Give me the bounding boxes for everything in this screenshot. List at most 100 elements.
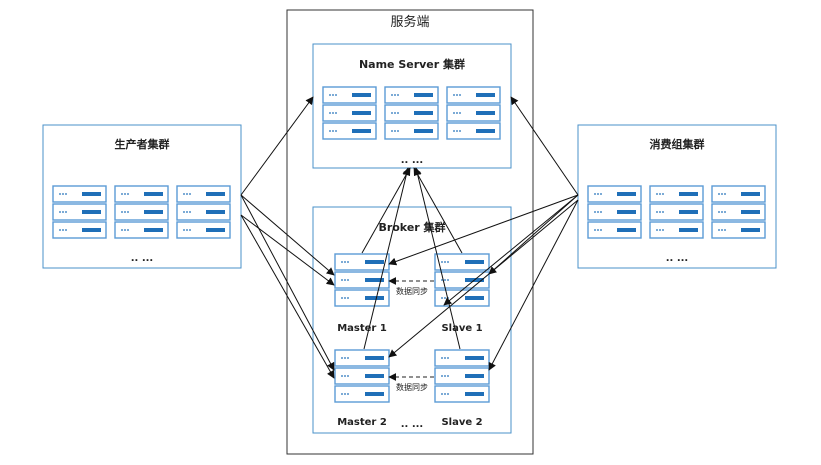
rack-dot bbox=[441, 357, 443, 359]
sync-label-2: 数据同步 bbox=[396, 382, 428, 392]
rack-dot bbox=[347, 279, 349, 281]
rack-dot bbox=[453, 94, 455, 96]
producer-rack-2 bbox=[114, 185, 169, 239]
rack-dot bbox=[459, 130, 461, 132]
rack-bar bbox=[352, 93, 371, 97]
consumer-more: .. ... bbox=[666, 253, 688, 264]
rack-dot bbox=[447, 357, 449, 359]
rack-unit bbox=[711, 221, 766, 239]
rack-dot bbox=[394, 94, 396, 96]
rack-unit bbox=[52, 203, 107, 221]
rack-bar bbox=[476, 111, 495, 115]
rack-dot bbox=[391, 112, 393, 114]
rack-dot bbox=[447, 393, 449, 395]
producer-to-master1-arrow-a bbox=[240, 194, 335, 276]
rack-unit bbox=[711, 185, 766, 203]
rack-dot bbox=[183, 229, 185, 231]
rack-dot bbox=[62, 229, 64, 231]
rack-dot bbox=[453, 112, 455, 114]
rack-dot bbox=[656, 211, 658, 213]
rack-bar bbox=[741, 228, 760, 232]
rack-dot bbox=[347, 261, 349, 263]
rack-unit bbox=[434, 385, 490, 403]
rack-dot bbox=[332, 94, 334, 96]
rack-bar bbox=[82, 192, 101, 196]
rack-dot bbox=[329, 130, 331, 132]
consumer-rack-group bbox=[587, 185, 766, 239]
slave2-rack bbox=[434, 349, 490, 403]
rack-dot bbox=[341, 297, 343, 299]
rack-dot bbox=[456, 112, 458, 114]
name-server-rack-3 bbox=[446, 86, 501, 140]
rack-bar bbox=[617, 210, 636, 214]
rack-dot bbox=[594, 229, 596, 231]
rack-dot bbox=[662, 211, 664, 213]
rack-dot bbox=[189, 211, 191, 213]
rack-bar bbox=[617, 228, 636, 232]
rack-dot bbox=[344, 357, 346, 359]
rack-bar bbox=[82, 210, 101, 214]
rack-bar bbox=[679, 210, 698, 214]
slave2-label: Slave 2 bbox=[441, 417, 482, 428]
rack-bar bbox=[365, 374, 384, 378]
rack-bar bbox=[741, 192, 760, 196]
rack-dot bbox=[456, 94, 458, 96]
rack-unit bbox=[114, 203, 169, 221]
rack-dot bbox=[189, 193, 191, 195]
producer-rack-group bbox=[52, 185, 231, 239]
master1-rack bbox=[334, 253, 390, 307]
rack-dot bbox=[397, 130, 399, 132]
rack-dot bbox=[597, 193, 599, 195]
rack-dot bbox=[186, 211, 188, 213]
rack-unit bbox=[446, 122, 501, 140]
rack-dot bbox=[441, 393, 443, 395]
rack-dot bbox=[341, 393, 343, 395]
rack-unit bbox=[649, 221, 704, 239]
rack-dot bbox=[656, 193, 658, 195]
rack-unit bbox=[322, 104, 377, 122]
rack-dot bbox=[65, 193, 67, 195]
rack-dot bbox=[441, 375, 443, 377]
rack-dot bbox=[127, 211, 129, 213]
producer-to-master1-arrow-b bbox=[240, 214, 335, 286]
rack-unit bbox=[434, 349, 490, 367]
rack-bar bbox=[465, 356, 484, 360]
rack-unit bbox=[649, 203, 704, 221]
rack-dot bbox=[600, 229, 602, 231]
rack-dot bbox=[329, 112, 331, 114]
name-server-rack-1 bbox=[322, 86, 377, 140]
rack-dot bbox=[724, 211, 726, 213]
rack-dot bbox=[344, 279, 346, 281]
name-server-rack-2 bbox=[384, 86, 439, 140]
rack-dot bbox=[332, 112, 334, 114]
rack-dot bbox=[391, 130, 393, 132]
rack-dot bbox=[127, 193, 129, 195]
rack-unit bbox=[52, 221, 107, 239]
rack-dot bbox=[718, 193, 720, 195]
producer-more: .. ... bbox=[131, 253, 153, 264]
rack-dot bbox=[332, 130, 334, 132]
consumer-to-slave1-arrow bbox=[488, 194, 579, 275]
rack-dot bbox=[347, 357, 349, 359]
rack-unit bbox=[176, 185, 231, 203]
rack-bar bbox=[365, 260, 384, 264]
rack-bar bbox=[617, 192, 636, 196]
consumer-cluster-box bbox=[577, 124, 777, 269]
rack-dot bbox=[347, 297, 349, 299]
rack-dot bbox=[718, 229, 720, 231]
rack-dot bbox=[600, 211, 602, 213]
rack-dot bbox=[444, 279, 446, 281]
rack-dot bbox=[335, 94, 337, 96]
producer-rack-1 bbox=[52, 185, 107, 239]
rack-dot bbox=[344, 261, 346, 263]
rack-bar bbox=[679, 228, 698, 232]
rack-dot bbox=[121, 211, 123, 213]
broker-cluster-box bbox=[312, 206, 512, 434]
rack-unit bbox=[446, 86, 501, 104]
rack-unit bbox=[384, 86, 439, 104]
rack-dot bbox=[344, 297, 346, 299]
rack-dot bbox=[186, 193, 188, 195]
sync-label-1: 数据同步 bbox=[396, 286, 428, 296]
producer-to-master2-arrow-a bbox=[240, 194, 335, 371]
